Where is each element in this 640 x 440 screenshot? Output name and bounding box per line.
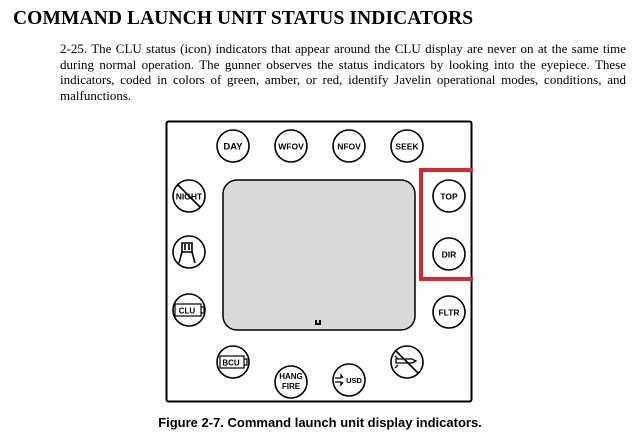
crosshair-marker	[315, 320, 321, 325]
svg-text:USD: USD	[346, 376, 362, 385]
clu-display-figure: DAY WFOV NFOV SEEK NIGHT CLU TOP DIR FLT…	[165, 120, 473, 403]
dir-indicator: DIR	[432, 237, 466, 271]
seek-indicator: SEEK	[390, 129, 424, 163]
gunner-seat-indicator	[172, 235, 206, 269]
missile-icon	[335, 373, 344, 387]
svg-text:DAY: DAY	[223, 142, 243, 153]
clu-display-screen	[222, 179, 416, 331]
svg-text:SEEK: SEEK	[395, 142, 419, 152]
svg-text:BCU: BCU	[222, 359, 240, 368]
svg-text:CLU: CLU	[179, 307, 196, 316]
svg-text:DIR: DIR	[442, 250, 457, 260]
missile-icon	[394, 355, 418, 369]
figure-caption: Figure 2-7. Command launch unit display …	[158, 415, 482, 430]
top-dir-highlight-box	[419, 168, 473, 281]
fltr-indicator: FLTR	[432, 295, 466, 329]
svg-text:FIRE: FIRE	[282, 382, 301, 391]
svg-text:TOP: TOP	[440, 192, 458, 202]
night-indicator: NIGHT	[172, 179, 206, 213]
svg-text:WFOV: WFOV	[278, 142, 304, 152]
nfov-indicator: NFOV	[332, 129, 366, 163]
battery-icon	[244, 358, 248, 366]
seat-icon	[178, 242, 196, 264]
clu-indicator: CLU	[172, 293, 206, 327]
svg-text:NFOV: NFOV	[337, 142, 361, 152]
svg-text:FLTR: FLTR	[438, 308, 459, 318]
paragraph-2-25: 2-25. The CLU status (icon) indicators t…	[60, 41, 626, 103]
battery-icon	[201, 306, 205, 314]
missile-usd-indicator: USD	[332, 363, 366, 397]
wfov-indicator: WFOV	[274, 129, 308, 163]
missile-not-ready-indicator	[390, 345, 424, 379]
hang-fire-indicator: HANG FIRE	[274, 365, 308, 399]
section-heading: COMMAND LAUNCH UNIT STATUS INDICATORS	[13, 8, 474, 29]
svg-text:HANG: HANG	[279, 372, 303, 381]
bcu-indicator: BCU	[216, 345, 250, 379]
day-indicator: DAY	[216, 129, 250, 163]
top-indicator: TOP	[432, 179, 466, 213]
